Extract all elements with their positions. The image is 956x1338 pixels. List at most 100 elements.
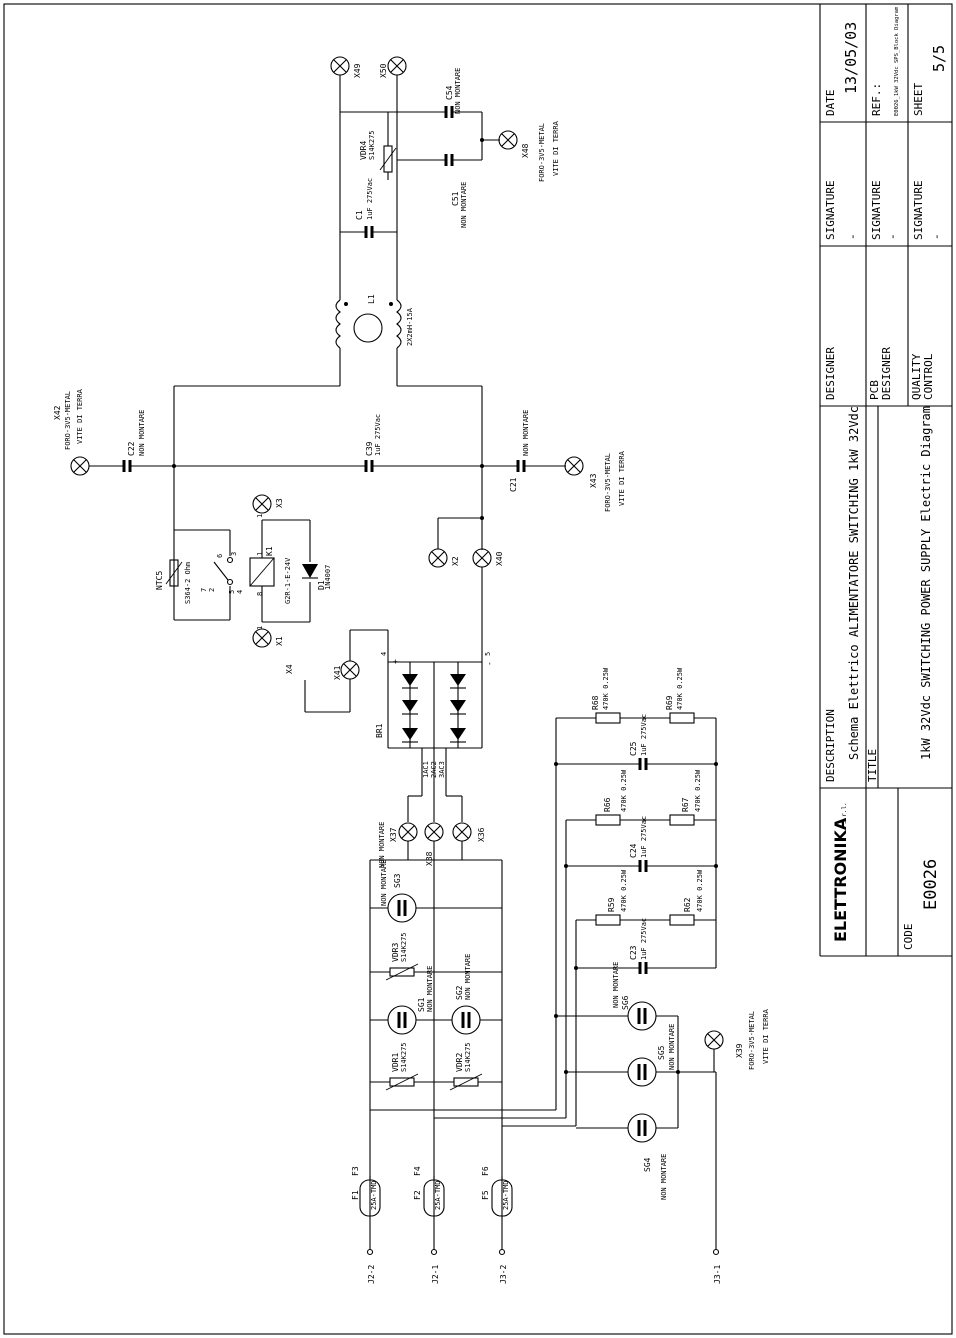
label-c51-val: NON MONTARE bbox=[460, 182, 468, 228]
label-c21-val: NON MONTARE bbox=[522, 410, 530, 456]
sheet-border bbox=[3, 3, 953, 1335]
component-labels: X49 X50 VDR4 S14K275 C54 NON MONTARE C51… bbox=[53, 63, 770, 1284]
label-l1: L1 bbox=[367, 294, 376, 304]
code-label: CODE bbox=[902, 924, 915, 951]
label-c54: C54 bbox=[445, 85, 454, 100]
label-vdr3-val: S14K275 bbox=[400, 932, 408, 962]
label-sg4: SG4 bbox=[643, 1157, 652, 1172]
label-pin1b: 1 bbox=[256, 514, 264, 518]
label-r69-val: 470K 0.25W bbox=[676, 667, 684, 710]
ref-value: E0026_1kW 32Vdc SPS_Block Diagram bbox=[894, 6, 900, 116]
label-k1: K1 bbox=[265, 546, 274, 556]
label-sg2-val: NON MONTARE bbox=[464, 954, 472, 1000]
label-c22-val: NON MONTARE bbox=[138, 410, 146, 456]
inrush-limiter bbox=[165, 494, 318, 648]
label-vdr1: VDR1 bbox=[391, 1053, 400, 1072]
label-pin7: 7 bbox=[200, 588, 208, 592]
label-sg3: SG3 bbox=[393, 873, 402, 888]
label-x36: X36 bbox=[477, 827, 486, 842]
label-vdr2: VDR2 bbox=[455, 1053, 464, 1072]
label-k1-val: G2R-1-E-24V bbox=[284, 557, 292, 604]
pcb-designer-label-1: PCB bbox=[868, 380, 881, 400]
label-x3: X3 bbox=[275, 498, 284, 508]
label-x43: X43 bbox=[589, 473, 598, 488]
label-ntc5-val: S364-2 Ohm bbox=[184, 562, 192, 604]
label-f56-val: 25A-TMD bbox=[502, 1180, 510, 1210]
label-c23: C23 bbox=[629, 945, 638, 960]
label-x2: X2 bbox=[451, 556, 460, 566]
label-x39: X39 bbox=[735, 1043, 744, 1058]
label-c54-val: NON MONTARE bbox=[454, 68, 462, 114]
label-c51: C51 bbox=[451, 191, 460, 206]
label-x42-val1: FORO-3V5-METAL bbox=[64, 391, 72, 450]
label-x50: X50 bbox=[379, 63, 388, 78]
title-value: 1kW 32Vdc SWITCHING POWER SUPPLY Electri… bbox=[919, 406, 933, 760]
label-vdr4-val: S14K275 bbox=[368, 130, 376, 160]
logo-suffix: S.r.l. bbox=[841, 802, 848, 824]
label-br1: BR1 bbox=[375, 723, 384, 738]
label-l1-val: 2X2mH-15A bbox=[406, 307, 414, 346]
label-r67: R67 bbox=[681, 797, 690, 812]
label-vdr3: VDR3 bbox=[391, 943, 400, 962]
label-x49: X49 bbox=[353, 63, 362, 78]
label-pin4b: 4 bbox=[236, 590, 244, 594]
label-vdr1-val: S14K275 bbox=[400, 1042, 408, 1072]
sheet-value: 5/5 bbox=[930, 45, 948, 72]
quality-sig: - bbox=[930, 233, 943, 240]
bridge-rectifier bbox=[304, 517, 492, 822]
label-pin3: 3 bbox=[230, 552, 238, 556]
signature-label-3: SIGNATURE bbox=[912, 180, 925, 240]
label-x40: X40 bbox=[495, 551, 504, 566]
label-c23-val: 1uF 275Vac bbox=[640, 918, 648, 960]
label-x48-val2: VITE DI TERRA bbox=[552, 120, 560, 176]
label-f4: F4 bbox=[413, 1166, 422, 1176]
date-label: DATE bbox=[824, 90, 837, 117]
label-d1-val: 1N4007 bbox=[324, 565, 332, 590]
label-sg1-val: NON MONTARE bbox=[426, 966, 434, 1012]
label-c25: C25 bbox=[629, 741, 638, 756]
label-f1: F1 bbox=[351, 1190, 360, 1200]
label-f3: F3 bbox=[351, 1166, 360, 1176]
label-r66-val: 470K 0.25W bbox=[620, 769, 628, 812]
ac-input-protection bbox=[359, 822, 720, 1256]
signature-label-2: SIGNATURE bbox=[870, 180, 883, 240]
label-x42-val2: VITE DI TERRA bbox=[76, 388, 84, 444]
pcb-designer-label-2: DESIGNER bbox=[880, 347, 893, 400]
input-filter-top bbox=[174, 56, 518, 387]
label-sg5-val: NON MONTARE bbox=[668, 1024, 676, 1070]
logo-text: ELETTRONIKA bbox=[831, 817, 850, 942]
label-f6: F6 bbox=[481, 1166, 490, 1176]
label-x38: X38 bbox=[425, 851, 434, 866]
label-sg1: SG1 bbox=[417, 997, 426, 1012]
label-x48: X48 bbox=[521, 143, 530, 158]
label-x42: X42 bbox=[53, 405, 62, 420]
signature-label-1: SIGNATURE bbox=[824, 180, 837, 240]
label-c39-val: 1uF 275Vac bbox=[374, 414, 382, 456]
label-pin6: 6 bbox=[216, 554, 224, 558]
label-sg4-val: NON MONTARE bbox=[660, 1154, 668, 1200]
label-x39-val1: FORO-3V5-METAL bbox=[748, 1011, 756, 1070]
company-logo: ELETTRONIKA S.r.l. bbox=[831, 802, 850, 942]
label-r67-val: 470K 0.25W bbox=[694, 769, 702, 812]
label-x43-val1: FORO-3V5-METAL bbox=[604, 453, 612, 512]
description-value: Schema Elettrico ALIMENTATORE SWITCHING … bbox=[847, 406, 861, 760]
label-r62-val: 470K 0.25W bbox=[696, 869, 704, 912]
label-pin2: 2 bbox=[208, 588, 216, 592]
description-label: DESCRIPTION bbox=[824, 709, 837, 782]
label-r62: R62 bbox=[683, 897, 692, 912]
code-value: E0026 bbox=[921, 859, 941, 910]
ref-label: REF.: bbox=[870, 83, 883, 116]
quality-label-2: CONTROL bbox=[922, 353, 935, 400]
label-j22: J2-2 bbox=[367, 1265, 376, 1284]
label-vdr4: VDR4 bbox=[359, 141, 368, 160]
label-x43-val2: VITE DI TERRA bbox=[618, 450, 626, 506]
label-r68: R68 bbox=[591, 695, 600, 710]
label-ntc5: NTC5 bbox=[155, 571, 164, 590]
label-ac1: 1AC1 bbox=[422, 761, 430, 778]
label-d1: D1 bbox=[317, 580, 326, 590]
label-c1-val: 1uF 275Vac bbox=[366, 178, 374, 220]
date-value: 13/05/03 bbox=[842, 22, 860, 94]
label-r68-val: 470K 0.25W bbox=[602, 667, 610, 710]
label-c24: C24 bbox=[629, 843, 638, 858]
